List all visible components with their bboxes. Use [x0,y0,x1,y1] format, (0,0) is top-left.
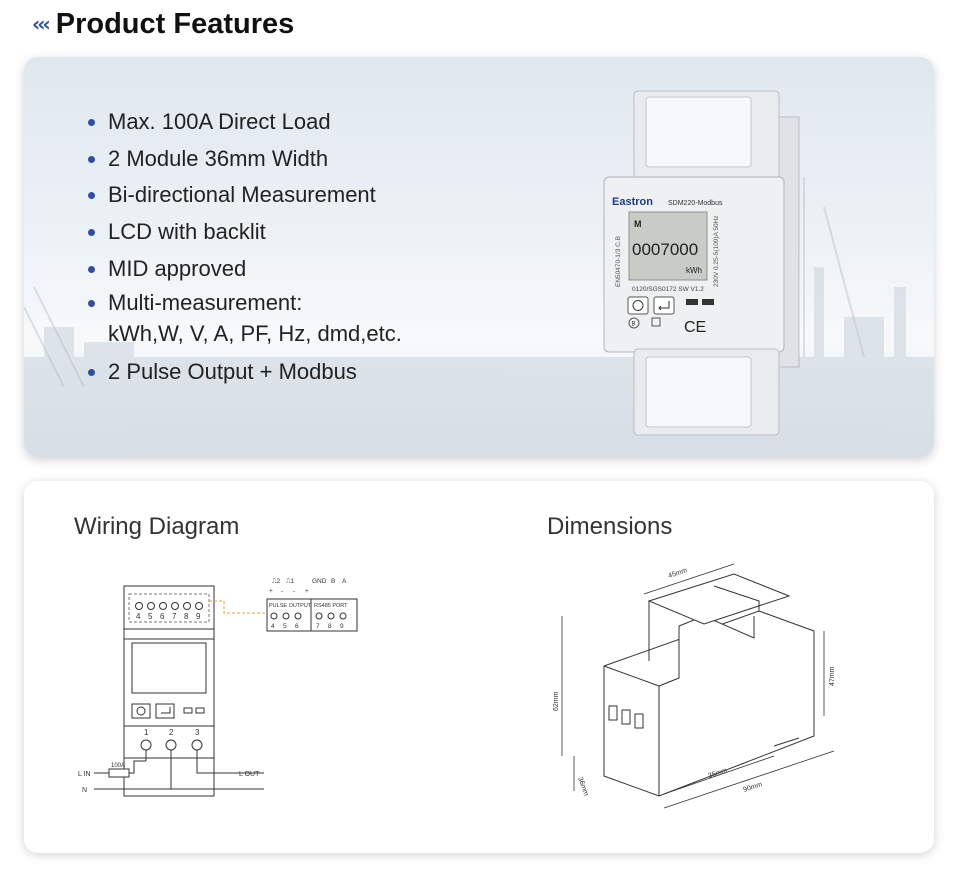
lcd-m-label: M [634,219,642,229]
a-label: A [342,578,347,585]
dim-depth: 36mm [576,776,589,797]
chevrons-left-icon: ‹‹‹ [32,12,51,36]
industrial-background [24,177,934,457]
meter-rating-text: 230V 0.25-5(100)A 50Hz [713,215,720,287]
energy-meter-illustration: Eastron SDM220-Modbus M 0007000 kWh EN50… [603,90,800,436]
line-in-label: L IN [78,771,91,778]
meter-standard-text: EN50470-1/3 C.B [615,236,622,287]
dimensions-drawing: 45mm 62mm 47mm 36mm 35mm 90mm [553,563,836,809]
diagram-card: Wiring Diagram Dimensions 4 5 6 7 8 9 [24,481,934,853]
terminal-label: 3 [195,728,200,737]
terminal-label: 5 [148,612,153,621]
meter-brand: Eastron [612,196,653,208]
terminal-label: 4 [271,623,275,630]
terminal-label: 6 [160,612,165,621]
polarity-label: - [293,588,295,595]
section-header: ‹‹‹ Product Features [32,4,294,44]
page-title: Product Features [55,7,295,40]
lcd-reading: 0007000 [632,240,698,259]
terminal-label: 7 [172,612,177,621]
pulse-label: ⎍1 [286,578,295,585]
wiring-diagram-title: Wiring Diagram [74,513,240,540]
terminal-label: 8 [184,612,189,621]
feature-text: Multi-measurement: [108,290,303,315]
feature-item: MID approved [86,256,402,282]
meter-model: SDM220-Modbus [668,200,723,207]
dim-height-left: 62mm [553,691,560,711]
terminal-label: 7 [316,623,320,630]
terminal-label: 8 [328,623,332,630]
polarity-label: + [305,588,309,595]
terminal-label: 2 [169,728,174,737]
feature-item: Bi-directional Measurement [86,182,402,208]
feature-item: LCD with backlit [86,219,402,245]
rs485-label: RS485 PORT [314,603,348,609]
wiring-diagram: 4 5 6 7 8 9 1 2 3 ⎍2 ⎍1 GND B [78,578,358,797]
meter-scroll-button [627,296,649,315]
meter-firmware-text: 0120/SGS0172 SW V1.2 [632,286,704,293]
meter-enter-button [653,296,675,315]
feature-text: kWh,W, V, A, PF, Hz, dmd,etc. [108,321,402,346]
terminal-label: 5 [283,623,287,630]
enter-icon [161,707,171,714]
feature-list: Max. 100A Direct Load 2 Module 36mm Widt… [86,109,402,385]
line-out-label: L OUT [239,771,260,778]
pulse-output-label: PULSE OUTPUT [269,603,312,609]
neutral-label: N [82,787,87,794]
dim-width-top: 45mm [667,567,688,580]
features-panel: Max. 100A Direct Load 2 Module 36mm Widt… [24,57,934,457]
meter-b-label: B [632,322,636,328]
feature-item: Multi-measurement: kWh,W, V, A, PF, Hz, d… [86,290,402,347]
lcd-unit: kWh [686,266,702,275]
terminal-label: 9 [196,612,201,621]
feature-item: 2 Pulse Output + Modbus [86,359,402,385]
feature-item: 2 Module 36mm Width [86,146,402,172]
polarity-label: + [269,588,273,595]
dim-length: 90mm [742,781,763,794]
terminal-label: 6 [295,623,299,630]
breaker-label: 100A [111,763,125,769]
polarity-label: - [281,588,283,595]
gnd-label: GND [312,578,327,585]
feature-item: Max. 100A Direct Load [86,109,402,135]
ce-mark: CE [684,319,706,336]
terminal-label: 9 [340,623,344,630]
pulse-label: ⎍2 [272,578,281,585]
dimensions-title: Dimensions [547,513,673,540]
refresh-icon [632,300,644,311]
terminal-label: 4 [136,612,141,621]
dim-height-right: 47mm [829,666,836,686]
terminal-label: 1 [144,728,149,737]
refresh-icon [136,706,146,716]
enter-icon [658,301,670,311]
b-label: B [331,578,335,585]
